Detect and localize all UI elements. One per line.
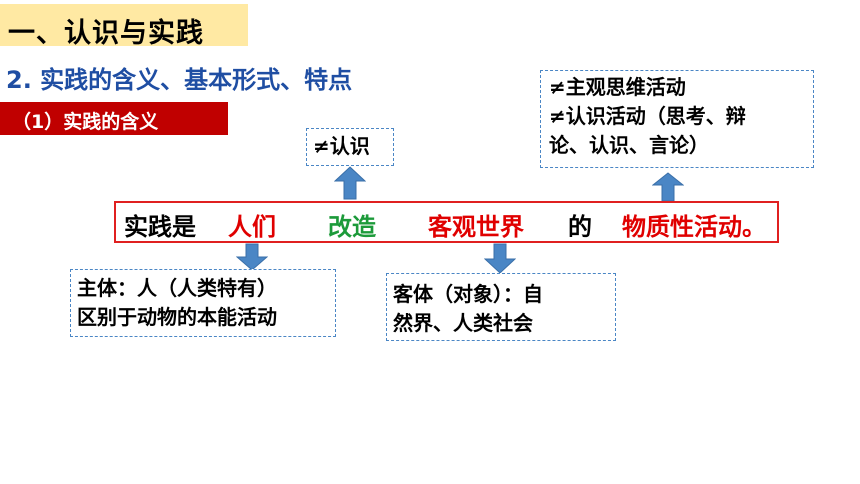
note-line: 然界、人类社会 — [393, 311, 533, 335]
title-banner: 一、认识与实践 — [0, 4, 248, 49]
section-bar: （1）实践的含义 — [0, 102, 228, 135]
note-line: 客体（对象）：自 — [393, 282, 543, 306]
note-line: 主体：人（人类特有） — [77, 276, 277, 300]
arrow-up-icon — [334, 166, 366, 200]
subtitle: 2. 实践的含义、基本形式、特点 — [6, 66, 353, 94]
note-line: 论、认识、言论） — [549, 133, 709, 157]
definition-object: 客观世界 — [428, 213, 524, 241]
note-not-knowing-text: ≠认识 — [313, 134, 370, 158]
note-line: 区别于动物的本能活动 — [77, 305, 277, 329]
note-not-subjective: ≠主观思维活动 ≠认识活动（思考、辩 论、认识、言论） — [540, 70, 814, 168]
definition-action: 改造 — [328, 213, 376, 241]
arrow-down-icon — [236, 243, 268, 271]
definition-particle: 的 — [568, 213, 592, 241]
note-object: 客体（对象）：自 然界、人类社会 — [386, 273, 616, 341]
arrow-down-icon — [484, 243, 516, 274]
page-title: 一、认识与实践 — [8, 18, 204, 49]
note-line: ≠主观思维活动 — [549, 75, 686, 99]
definition-prefix: 实践是 — [124, 213, 196, 241]
note-not-knowing: ≠认识 — [306, 128, 394, 166]
definition-subject: 人们 — [228, 213, 276, 241]
note-line: ≠认识活动（思考、辩 — [549, 104, 746, 128]
section-heading: （1）实践的含义 — [12, 111, 159, 133]
note-subject: 主体：人（人类特有） 区别于动物的本能活动 — [70, 269, 336, 337]
definition-nature: 物质性活动。 — [622, 213, 766, 241]
definition-box: 实践是 人们 改造 客观世界 的 物质性活动。 — [114, 201, 779, 243]
arrow-up-icon — [652, 172, 684, 202]
